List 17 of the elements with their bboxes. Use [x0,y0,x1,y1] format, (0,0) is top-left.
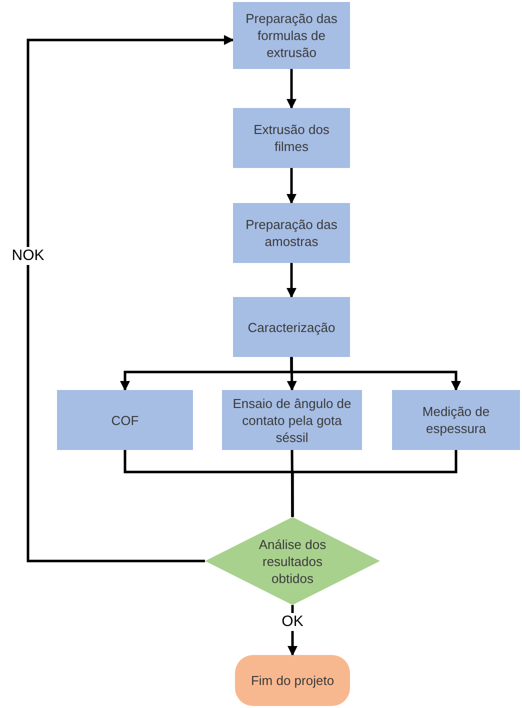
terminal-box: Fim do projeto [235,655,350,706]
edge-label: NOK [10,247,46,265]
process-box: COF [57,390,193,450]
decision-diamond [205,517,380,605]
connector-arrow [286,69,296,109]
connector-arrow [286,168,296,204]
process-box: Extrusão dos filmes [233,108,350,168]
connector-arrow [26,35,234,562]
process-box: Caracterização [233,297,350,357]
process-box: Ensaio de ângulo de contato pela gota séssil [222,390,362,450]
edge-label: OK [280,613,306,631]
connector-arrow [290,357,461,391]
connector-arrow [286,263,296,298]
decision-text: Análise dos resultados obtidos [258,536,328,586]
process-box: Medição de espessura [392,390,520,450]
process-box: Preparação das formulas de extrusão [233,2,350,69]
process-box: Preparação das amostras [233,203,350,263]
